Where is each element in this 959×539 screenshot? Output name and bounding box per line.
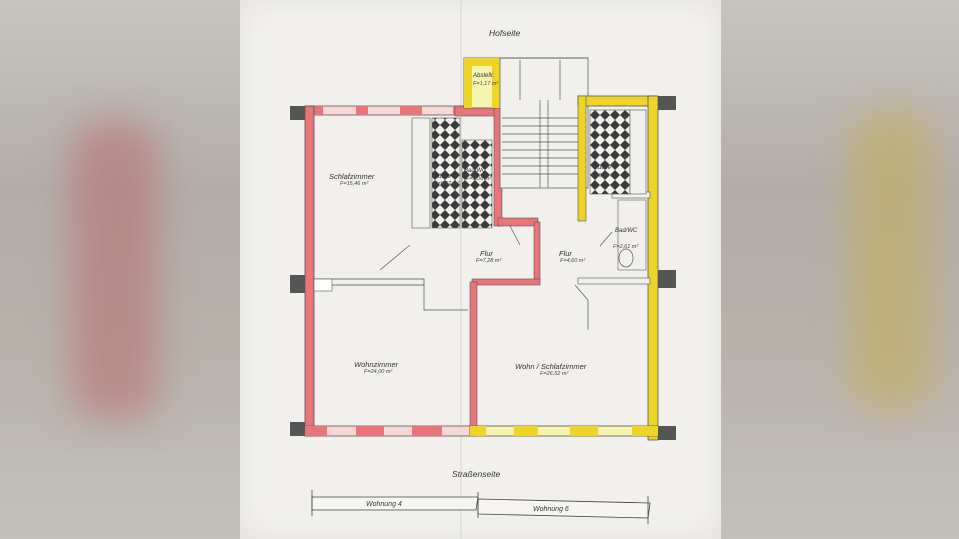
hallway-right-area: F=4,60 m²: [560, 258, 586, 264]
kitchen-left-tiles: [431, 117, 461, 229]
living-bedroom-area: F=26,52 m²: [540, 371, 569, 377]
bedroom-area: F=15,46 m²: [340, 181, 369, 187]
kitchen-right-tiles: [589, 109, 631, 195]
blurred-background-right: [721, 0, 959, 539]
kitchen-right-name: Küche: [594, 165, 612, 171]
unit-left-label: Wohnung 4: [366, 501, 402, 508]
hallway-left-area: F=7,28 m²: [476, 258, 502, 264]
unit-dimension-lines: [311, 490, 651, 524]
kitchen-left-name: Küche: [434, 174, 452, 180]
living-room-area: F=24,00 m²: [364, 369, 393, 375]
bath-left-area: F=3,08 m²: [466, 176, 492, 182]
storage-room-name: Abstellr.: [473, 73, 495, 79]
storage-room: [463, 57, 501, 109]
hallway-left-name: Flur: [480, 249, 493, 258]
unit-right-label: Wohnung 6: [533, 506, 569, 513]
unit-left-walls: [290, 105, 541, 437]
kitchen-right-area: F=6,19 m²: [592, 173, 618, 179]
courtyard-side-label: Hofseite: [489, 28, 521, 38]
unit-right-walls: [469, 95, 676, 441]
hallway-right-name: Flur: [559, 249, 572, 258]
bath-left-tiles: [461, 139, 493, 229]
living-room-name: Wohnzimmer: [354, 360, 399, 369]
storage-room-area: F=1,17 m²: [473, 81, 499, 87]
bath-left-name: Bad/WC: [464, 168, 487, 174]
bath-right-area: F=2,61 m²: [613, 244, 639, 250]
door-swings: [379, 225, 613, 330]
street-side-label: Straßenseite: [452, 469, 501, 479]
kitchen-left-area: F=6,62 m²: [434, 181, 460, 187]
bath-right-name: Bad/WC: [615, 228, 638, 234]
bedroom-name: Schlafzimmer: [329, 172, 375, 181]
blurred-background-left: [0, 0, 240, 539]
living-bedroom-name: Wohn / Schlafzimmer: [515, 362, 587, 371]
staircase: [499, 57, 589, 189]
